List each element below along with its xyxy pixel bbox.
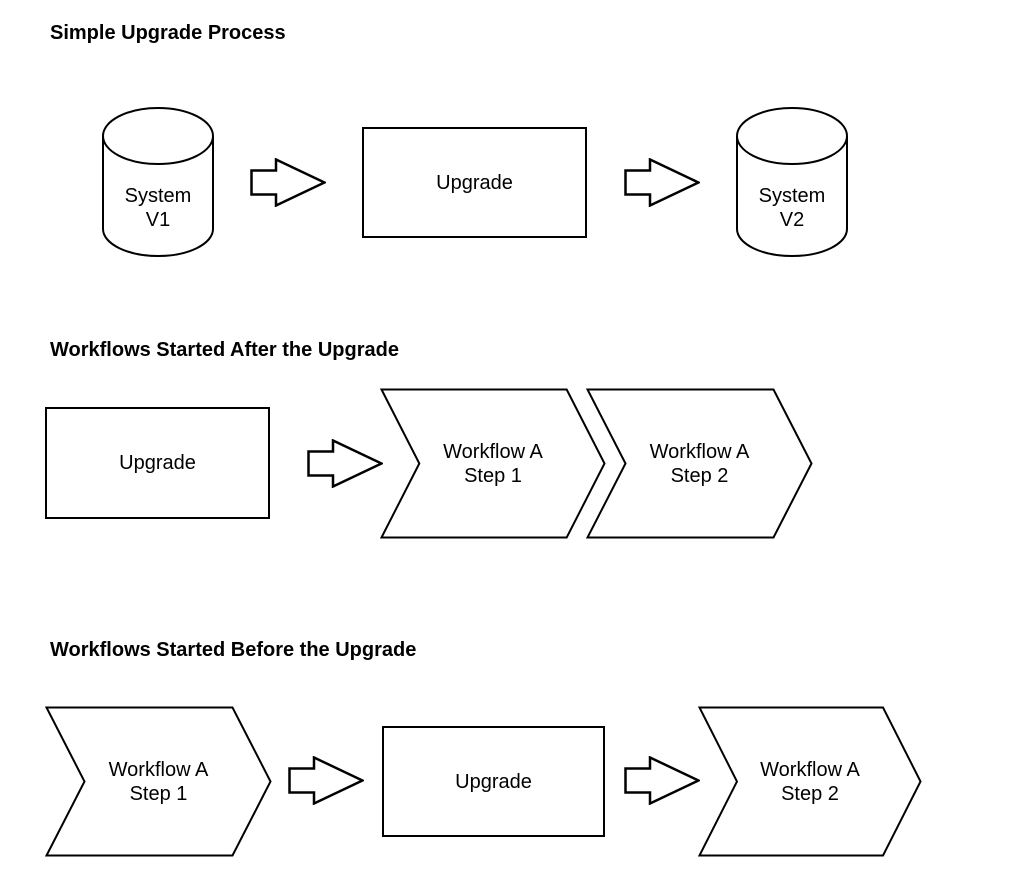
rectangle-shape-icon bbox=[382, 726, 605, 837]
chevron-shape-icon bbox=[698, 706, 922, 857]
cylinder-shape-icon bbox=[102, 107, 214, 257]
shape-label: System V1 bbox=[124, 185, 192, 231]
block-arrow-icon bbox=[624, 158, 700, 207]
shape-label: Workflow A Step 1 bbox=[443, 440, 543, 487]
rectangle-upgrade: Upgrade bbox=[45, 407, 270, 519]
cylinder-system-v2: System V2 bbox=[735, 106, 849, 258]
block-arrow-icon bbox=[288, 756, 364, 805]
shape-label: Workflow A Step 2 bbox=[760, 758, 860, 805]
section-title-workflows-before-upgrade: Workflows Started Before the Upgrade bbox=[50, 639, 417, 661]
cylinder-system-v1: System V1 bbox=[101, 106, 215, 258]
section-title-simple-upgrade-process: Simple Upgrade Process bbox=[50, 22, 286, 44]
chevron-shape-icon bbox=[586, 388, 813, 539]
cylinder-shape-icon bbox=[736, 107, 848, 257]
rectangle-shape-icon bbox=[45, 407, 270, 519]
rectangle-upgrade: Upgrade bbox=[382, 726, 605, 837]
block-arrow-icon bbox=[250, 158, 326, 207]
shape-label: Upgrade bbox=[436, 171, 513, 194]
shape-label: Workflow A Step 1 bbox=[108, 758, 209, 805]
chevron-workflow-a-step-1: Workflow A Step 1 bbox=[45, 706, 272, 857]
chevron-shape-icon bbox=[380, 388, 606, 539]
rectangle-upgrade: Upgrade bbox=[362, 127, 587, 238]
block-arrow-icon bbox=[307, 439, 383, 488]
chevron-workflow-a-step-1: Workflow A Step 1 bbox=[380, 388, 606, 539]
chevron-shape-icon bbox=[45, 706, 272, 857]
chevron-workflow-a-step-2: Workflow A Step 2 bbox=[698, 706, 922, 857]
shape-label: System V2 bbox=[758, 185, 826, 231]
shape-label: Upgrade bbox=[119, 452, 196, 474]
shape-label: Upgrade bbox=[455, 770, 532, 793]
rectangle-shape-icon bbox=[362, 127, 587, 238]
chevron-workflow-a-step-2: Workflow A Step 2 bbox=[586, 388, 813, 539]
block-arrow-icon bbox=[624, 756, 700, 805]
shape-label: Workflow A Step 2 bbox=[649, 440, 750, 487]
section-title-workflows-after-upgrade: Workflows Started After the Upgrade bbox=[50, 339, 399, 361]
